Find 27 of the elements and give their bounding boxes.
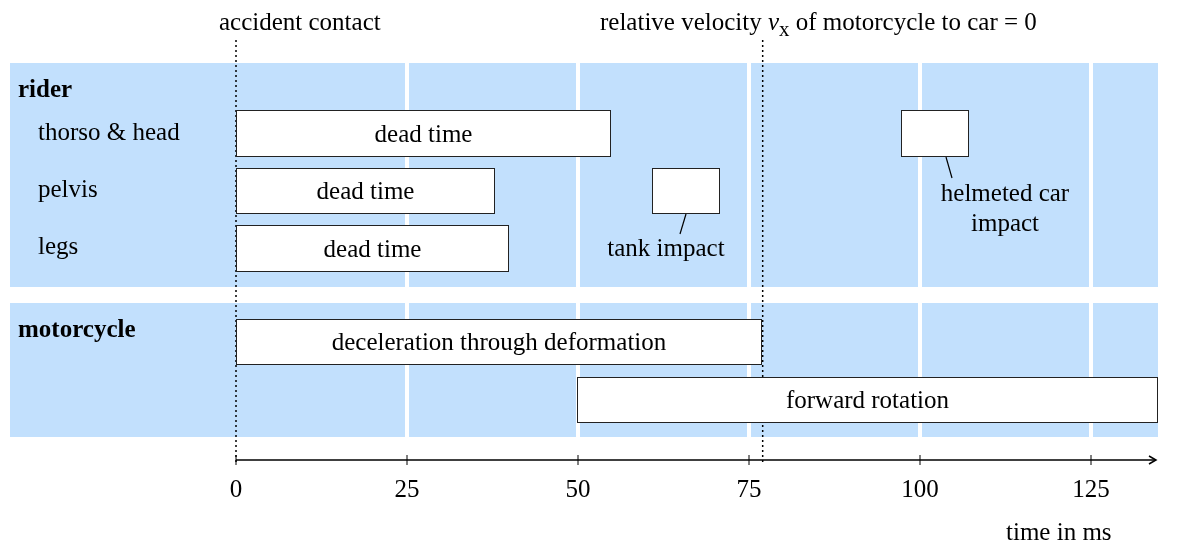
callout-text: tank impact bbox=[586, 233, 746, 265]
phase-bar: forward rotation bbox=[577, 377, 1158, 423]
band-title: motorcycle bbox=[18, 315, 136, 343]
tick-label: 0 bbox=[228, 475, 244, 503]
tick-label: 50 bbox=[564, 475, 592, 503]
axis-title: time in ms bbox=[1006, 518, 1112, 546]
row-label: thorso & head bbox=[38, 118, 180, 146]
phase-bar: dead time bbox=[236, 225, 509, 272]
tick-label: 125 bbox=[1071, 475, 1111, 503]
phase-bar: dead time bbox=[236, 110, 611, 157]
tick-label: 75 bbox=[735, 475, 763, 503]
timeline-band bbox=[10, 63, 1158, 287]
impact-box bbox=[652, 168, 720, 214]
timeline-band bbox=[10, 303, 1158, 437]
tick-label: 100 bbox=[900, 475, 940, 503]
leader-line bbox=[679, 213, 687, 235]
tick-label: 25 bbox=[393, 475, 421, 503]
row-label: pelvis bbox=[38, 175, 98, 203]
marker-label: relative velocity v$_{x}$ of motorcycle to car = 0 bbox=[600, 8, 1037, 42]
row-label: legs bbox=[38, 232, 79, 260]
phase-bar: deceleration through deformation bbox=[236, 319, 762, 365]
phase-bar: dead time bbox=[236, 168, 495, 214]
callout-text: helmeted car impact bbox=[930, 178, 1080, 240]
marker-label: accident contact bbox=[219, 8, 381, 36]
band-title: rider bbox=[18, 75, 73, 103]
impact-box bbox=[901, 110, 969, 157]
leader-line bbox=[945, 156, 953, 179]
